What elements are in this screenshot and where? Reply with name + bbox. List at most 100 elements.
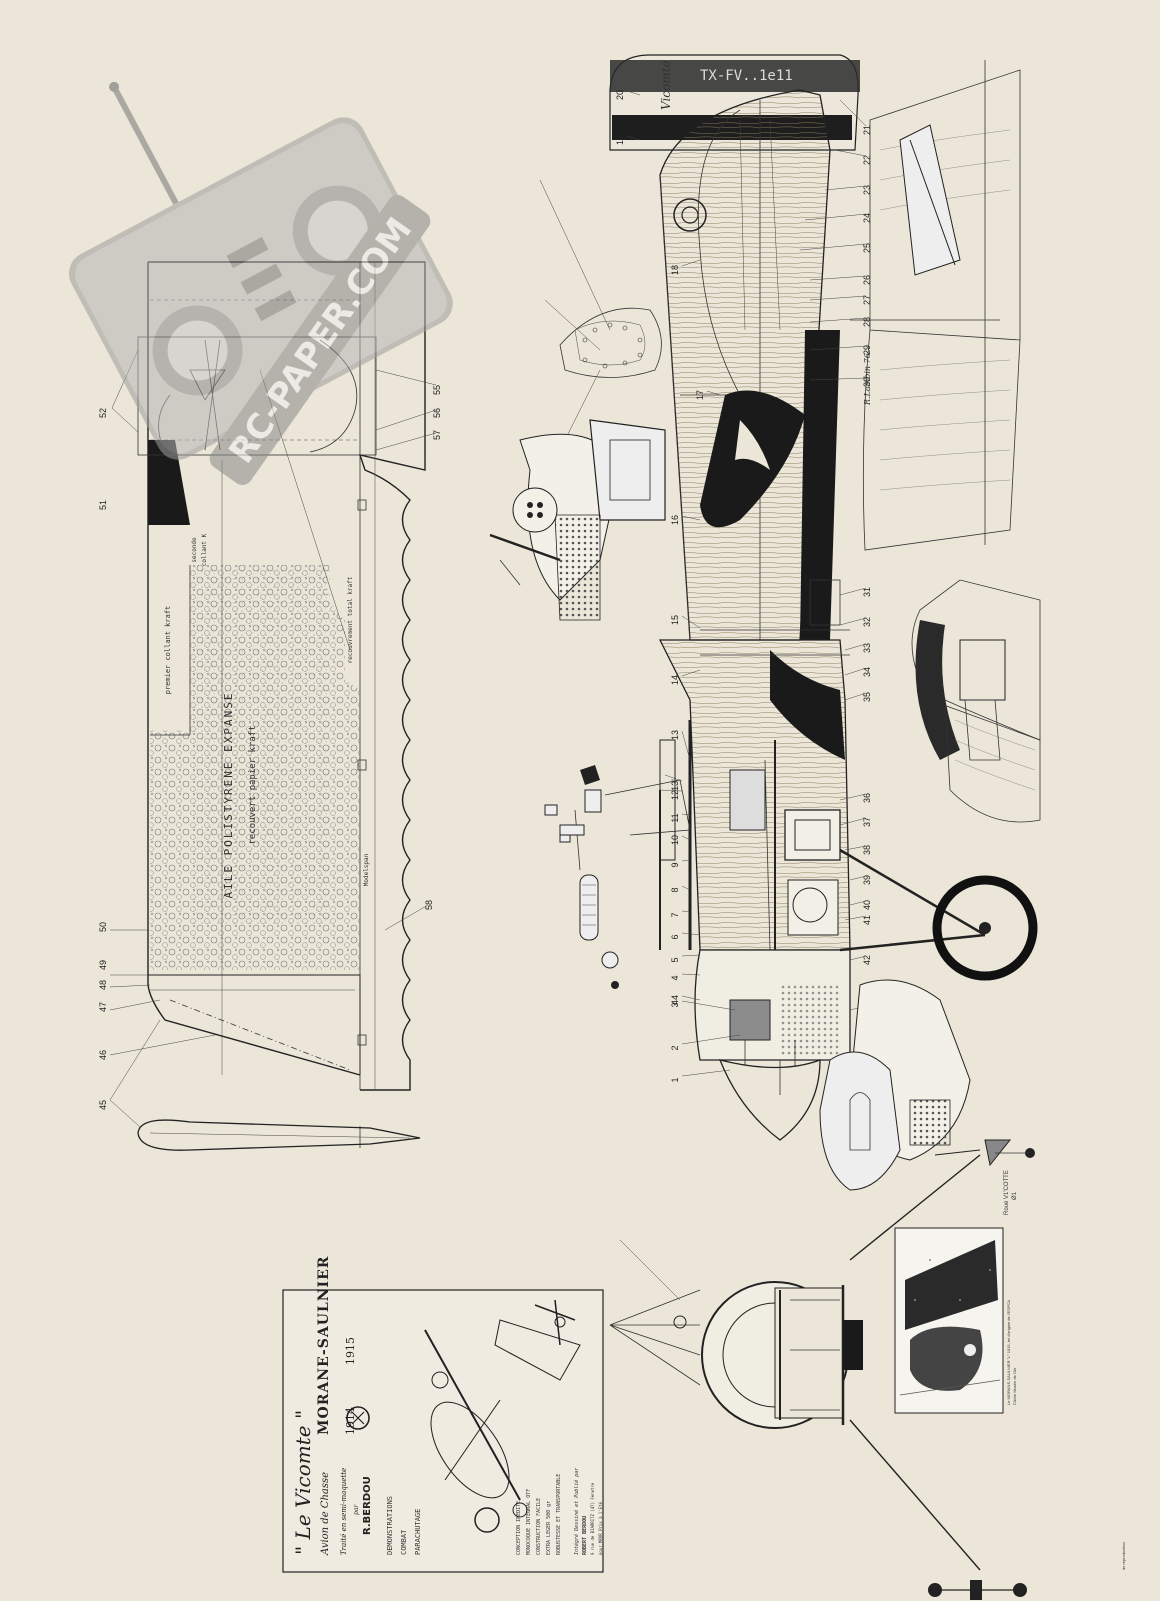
footer-note: de reproduction [1121, 1542, 1126, 1570]
callout-44: 44 [670, 995, 680, 1005]
spec-4: EXTRA LEGER 500 gr [546, 1501, 552, 1555]
tail-note-1: Roue V1'COTTE [1004, 1170, 1010, 1215]
callout-17: 17 [695, 390, 705, 400]
callout-37: 37 [862, 817, 872, 827]
credit-2: ROBERT BERDOU [582, 1516, 588, 1555]
callout-58: 58 [424, 900, 434, 910]
callout-31: 31 [862, 587, 872, 597]
callout-38: 38 [862, 845, 872, 855]
callout-2: 2 [670, 1045, 680, 1050]
callout-leader [849, 955, 867, 961]
signature: R.Lambin 76 [863, 353, 872, 406]
callout-leader [844, 692, 867, 701]
rudder-script: Vicomte [659, 60, 673, 110]
credit-1: Intégré Dessiné et Publié par [573, 1468, 580, 1555]
wing-plan [137, 261, 426, 1091]
tailskid-sketch: Roue V1'COTTE Ø1 [984, 1139, 1035, 1215]
callout-leader [681, 1000, 736, 1011]
photo-caption-1: Le MORANE-SAULNIER "L" 1915, tel d'origi… [1006, 1300, 1011, 1405]
callout-9: 9 [670, 862, 680, 867]
callout-21: 21 [862, 125, 872, 135]
callout-6: 6 [670, 934, 680, 939]
traite-text: Traité en semi-maquette [340, 1468, 348, 1555]
callout-16: 16 [670, 515, 680, 525]
feature-1: DEMONSTRATIONS [386, 1496, 394, 1555]
callout-leader [681, 910, 691, 913]
callout-41: 41 [862, 915, 872, 925]
callout-leader [839, 587, 867, 596]
callout-leader [809, 275, 867, 281]
callout-leader [681, 835, 691, 841]
callout-56: 56 [432, 408, 442, 418]
callout-30: 30 [862, 377, 872, 387]
callout-48: 48 [98, 980, 108, 990]
callout-leader [844, 915, 867, 921]
callout-leader [799, 243, 867, 251]
callout-leader [844, 845, 867, 851]
wing-center-sub: recouvert papier kraft [248, 725, 258, 844]
callout-leader [659, 789, 683, 792]
callout-leader [681, 859, 691, 862]
callout-leader [844, 643, 867, 651]
callout-leader [809, 317, 867, 323]
callout-leader [681, 1034, 741, 1045]
wing-callouts: 45 46 47 48 49 50 51 52 55 56 57 58 [98, 349, 442, 1128]
callout-leader [681, 615, 701, 629]
wing-center-label: AILE POLISTYRENE EXPANSE [222, 692, 235, 899]
callout-leader [706, 390, 721, 396]
callout-55: 55 [432, 385, 442, 395]
watermark-transmitter: RC-PAPER.COM [68, 81, 453, 485]
callout-50: 50 [98, 922, 108, 932]
credit-3: 9 rue de BIARRITZ (47) Fenetre [590, 1482, 595, 1555]
callout-leader [839, 617, 867, 626]
fuselage-side-view: TX-FV..1e11 [609, 54, 1038, 1141]
callout-19: 19 [615, 135, 625, 145]
feature-2: COMBAT [400, 1529, 408, 1555]
callout-3: 3 [670, 1002, 680, 1007]
callout-leader [681, 954, 701, 957]
spec-3: CONSTRUCTION FACILE [536, 1498, 542, 1555]
callout-23: 23 [862, 185, 872, 195]
elevator-detail-sketch [911, 579, 1041, 823]
callout-leader [681, 1069, 731, 1077]
callout-leader [839, 99, 867, 127]
callout-51: 51 [98, 500, 108, 510]
callout-leader [681, 813, 691, 816]
plan-subtitle: Avion de Chasse [320, 1472, 331, 1556]
callout-leader [681, 259, 701, 267]
callout-34: 34 [862, 667, 872, 677]
engine-cowl-sketch [819, 979, 981, 1191]
callout-leader [839, 793, 867, 801]
callout-leader [626, 90, 641, 96]
callout-1: 1 [670, 1077, 680, 1082]
callout-leader [849, 875, 867, 881]
callout-33: 33 [862, 643, 872, 653]
spec-2: MONOCOQUE INTEGRAL OTF [526, 1489, 532, 1555]
front-view [609, 1154, 1027, 1600]
callout-leader [681, 973, 701, 976]
callout-42: 42 [862, 955, 872, 965]
callout-13: 13 [670, 730, 680, 740]
callout-39: 39 [862, 875, 872, 885]
photo-caption-2: Cliché Musée de l'Air [1012, 1367, 1017, 1405]
callout-18: 18 [670, 265, 680, 275]
callout-49: 49 [98, 960, 108, 970]
callout-46: 46 [98, 1050, 108, 1060]
spec-5: ROBUSTESSE ET TRANSPORTABLE [556, 1474, 562, 1555]
callout-36: 36 [862, 793, 872, 803]
callout-leader [804, 213, 867, 221]
callout-45: 45 [98, 1100, 108, 1110]
cockpit-detail-sketch [489, 179, 666, 621]
callout-57: 57 [432, 430, 442, 440]
wing-rear-note-2: collant K [201, 533, 208, 566]
tail-note-2: Ø1 [1012, 1191, 1018, 1200]
reference-photo: Le MORANE-SAULNIER "L" 1915, tel d'origi… [894, 1227, 1017, 1414]
callout-leader [849, 900, 867, 906]
callout-leader [834, 149, 867, 157]
callout-29: 29 [862, 345, 872, 355]
callout-leader [809, 345, 867, 351]
ms-logo [346, 1406, 370, 1430]
callout-47: 47 [98, 1002, 108, 1012]
callout-25: 25 [862, 243, 872, 253]
exploded-gun-parts [544, 739, 691, 989]
